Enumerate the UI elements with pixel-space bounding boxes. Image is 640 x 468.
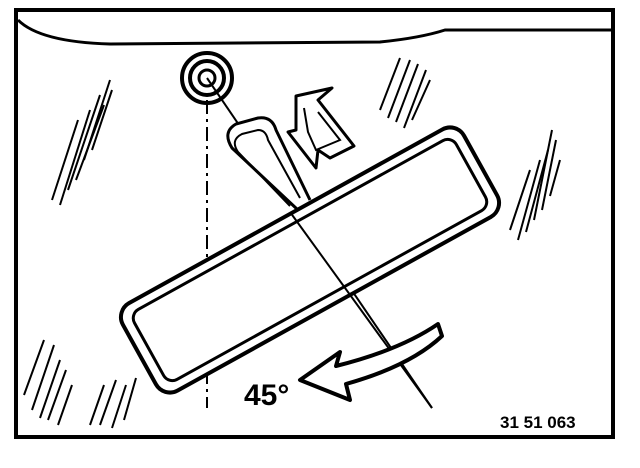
mirror-stem bbox=[226, 116, 312, 212]
rearview-mirror bbox=[118, 125, 502, 395]
push-up-arrow bbox=[286, 86, 356, 170]
angle-label: 45° bbox=[244, 379, 289, 412]
glass-hatching bbox=[23, 57, 561, 429]
figure-code: 31 51 063 bbox=[500, 413, 576, 432]
windshield-edge bbox=[16, 18, 611, 46]
figure-frame bbox=[14, 8, 615, 439]
rotation-arrow bbox=[298, 322, 444, 402]
